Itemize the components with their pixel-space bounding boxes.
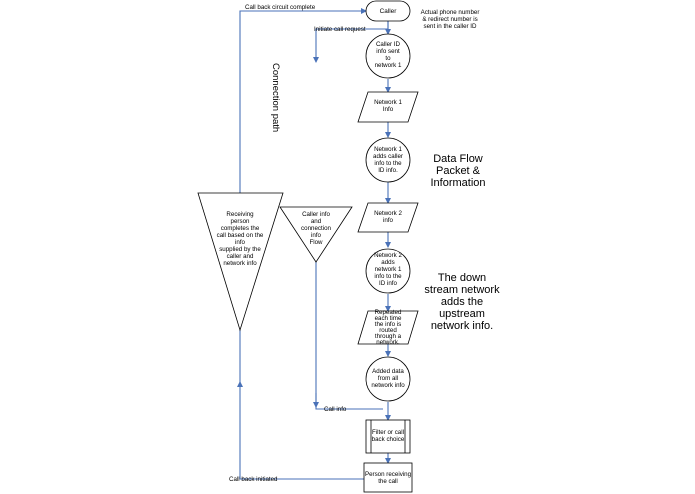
- annotation-line: stream network: [424, 284, 500, 296]
- annotation-line: Information: [430, 177, 485, 189]
- node-text: person: [231, 218, 250, 225]
- initiate-call-label: Initiate call request: [314, 26, 366, 33]
- annotation-line: network info.: [431, 320, 493, 332]
- node-text: through a: [375, 333, 402, 340]
- node-text: info to the: [374, 273, 402, 280]
- node-text: info: [383, 217, 394, 224]
- added-data-node: Added data from all network info: [365, 356, 411, 402]
- network1-info-node: Network 1 Info: [357, 91, 419, 123]
- node-text: to: [385, 55, 391, 62]
- annotation-line: Packet &: [436, 165, 481, 177]
- node-text: the info is: [375, 321, 401, 328]
- node-text: info sent: [376, 48, 400, 55]
- callback-complete-label: Call back circuit complete: [245, 4, 316, 11]
- person-receiving-node: Person receiving the call: [363, 462, 413, 493]
- node-text: network 1: [375, 62, 402, 69]
- node-text: Network 1: [374, 99, 402, 106]
- node-text: ID info.: [378, 167, 398, 174]
- node-text: supplied by the: [219, 246, 261, 253]
- node-text: Network 2: [374, 210, 402, 217]
- caller-info-flow-triangle: Caller info and connection info Flow: [279, 206, 353, 263]
- network1-adds-node: Network 1 adds caller info to the ID inf…: [365, 137, 411, 183]
- node-text: network.: [376, 339, 400, 346]
- node-text: from all: [378, 375, 398, 382]
- node-text: Filter or call: [372, 429, 404, 436]
- node-text: ID info: [379, 280, 397, 287]
- node-text: Info: [383, 106, 394, 113]
- node-text: Receiving: [226, 211, 254, 218]
- node-text: network info: [223, 260, 257, 267]
- filter-node: Filter or call back choice: [365, 419, 411, 454]
- annotation-line: adds the: [441, 296, 483, 308]
- node-text: info to the: [374, 160, 402, 167]
- connector-call-info: [315, 262, 383, 410]
- data-flow-annotation: Data Flow Packet & Information: [430, 153, 485, 189]
- node-text: routed: [379, 327, 397, 334]
- caller-note-line: Actual phone number: [421, 9, 480, 16]
- node-text: info: [311, 232, 322, 239]
- annotation-line: upstream: [439, 308, 485, 320]
- node-text: caller and: [227, 253, 254, 260]
- node-text: Network 2: [374, 252, 402, 259]
- node-text: network info: [371, 382, 405, 389]
- node-text: adds caller: [373, 153, 403, 160]
- node-text: completes the: [221, 225, 260, 232]
- caller-note-line: sent in the caller ID: [424, 23, 477, 30]
- node-text: adds: [381, 259, 394, 266]
- network2-info-node: Network 2 info: [357, 202, 419, 233]
- connection-path-label: Connection path: [270, 63, 281, 132]
- node-text: Repeated: [375, 309, 402, 316]
- node-text: Person receiving: [365, 471, 412, 478]
- connector-callback-initiated: [237, 381, 364, 480]
- repeated-node: Repeated each time the info is routed th…: [357, 309, 419, 346]
- node-text: Network 1: [374, 146, 402, 153]
- annotation-line: Data Flow: [433, 153, 483, 165]
- node-text: Caller info: [302, 211, 330, 218]
- caller-label: Caller: [380, 8, 398, 15]
- node-text: Added data: [372, 368, 404, 375]
- caller-id-node: Caller ID info sent to network 1: [365, 33, 411, 79]
- receiving-person-triangle: Receiving person completes the call base…: [197, 192, 284, 332]
- node-text: Flow: [309, 239, 323, 246]
- caller-terminator: Caller: [365, 0, 411, 22]
- node-text: Caller ID: [376, 41, 401, 48]
- node-text: info: [235, 239, 246, 246]
- annotation-line: The down: [438, 272, 486, 284]
- call-info-label: Call info: [324, 406, 347, 413]
- network2-adds-node: Network 2 adds network 1 info to the ID …: [365, 248, 411, 294]
- caller-note: Actual phone number & redirect number is…: [421, 9, 480, 30]
- node-text: connection: [301, 225, 331, 232]
- connector-callback-complete: [239, 8, 367, 193]
- node-text: network 1: [375, 266, 402, 273]
- node-text: the call: [378, 478, 398, 485]
- connectors: [237, 8, 391, 480]
- caller-note-line: & redirect number is: [422, 16, 477, 23]
- downstream-annotation: The down stream network adds the upstrea…: [424, 272, 500, 332]
- node-text: back choice: [372, 436, 405, 443]
- call-back-initiated-label: Call back initiated: [229, 476, 278, 483]
- node-text: each time: [375, 315, 402, 322]
- node-text: and: [311, 218, 322, 225]
- node-text: call based on the: [217, 232, 264, 239]
